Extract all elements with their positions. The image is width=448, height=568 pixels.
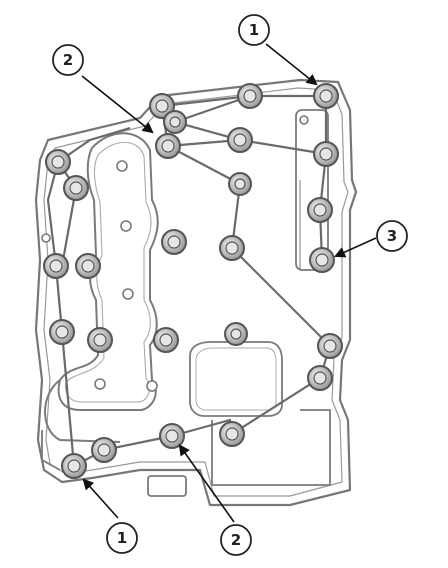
bolt (91, 437, 117, 463)
bolt (219, 235, 245, 261)
bolt (219, 421, 245, 447)
bolt (155, 133, 181, 159)
callouts: 1 2 3 1 2 (52, 14, 408, 556)
bolts (43, 83, 343, 479)
bolt (161, 229, 187, 255)
bolt (317, 333, 343, 359)
callout-2-bottom: 2 (220, 524, 252, 556)
bolt (45, 149, 71, 175)
bolt (61, 453, 87, 479)
bolt (313, 83, 339, 109)
bolt (49, 319, 75, 345)
bolt (149, 93, 175, 119)
bolt (75, 253, 101, 279)
bolt (313, 141, 339, 167)
bolt (309, 247, 335, 273)
bolt (163, 110, 187, 134)
open-holes (41, 115, 309, 392)
callout-2-top-label: 2 (63, 51, 73, 69)
callout-2-top: 2 (52, 44, 84, 76)
right-pockets (41, 109, 331, 497)
bolt (153, 327, 179, 353)
callout-arrows (81, 43, 377, 523)
bolt (307, 365, 333, 391)
callout-2-bottom-label: 2 (231, 531, 241, 549)
bolt (307, 197, 333, 223)
bolt (228, 172, 252, 196)
bolt (43, 253, 69, 279)
callout-1-top: 1 (238, 14, 270, 46)
bolt (227, 127, 253, 153)
bolt (87, 327, 113, 353)
separator-cavity (44, 132, 159, 443)
bolt (63, 175, 89, 201)
bolt (224, 322, 248, 346)
callout-3-right: 3 (376, 220, 408, 252)
bolt (237, 83, 263, 109)
callout-1-bottom: 1 (106, 522, 138, 554)
callout-1-top-label: 1 (249, 21, 259, 39)
bolt (159, 423, 185, 449)
callout-1-bottom-label: 1 (117, 529, 127, 547)
callout-3-right-label: 3 (387, 227, 397, 245)
